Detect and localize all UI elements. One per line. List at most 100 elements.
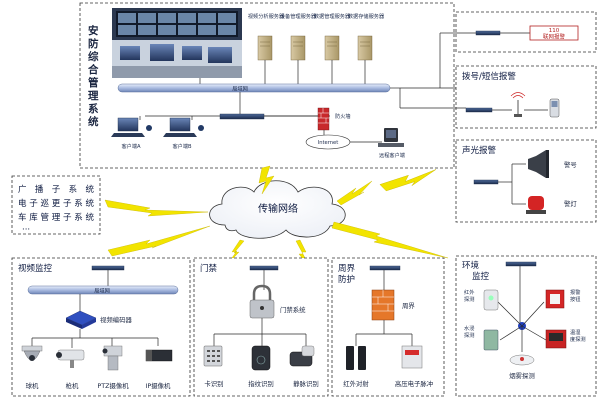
camera-label-bullet: 枪机	[66, 381, 79, 390]
phone-icon	[549, 98, 560, 118]
remote-client: 远程客户端	[378, 128, 405, 159]
security-lan-label: 局域网	[232, 85, 248, 93]
internet-cloud: Internet	[305, 134, 351, 150]
server-label-4: 数据存储服务器	[348, 12, 385, 20]
client-b-label: 客户端B	[172, 142, 192, 150]
sound-light-title: 声光报警	[462, 145, 497, 156]
card-reader-icon: 卡识别	[203, 345, 224, 388]
subsystems-box: 广播子系统 电子巡更子系统 车库管理子系统 ···	[11, 175, 101, 235]
infrared-detector-icon: 红外 探测	[464, 288, 499, 311]
smoke-label: 烟雾探测	[509, 371, 535, 380]
smoke-detector-icon: 烟雾探测	[509, 354, 535, 380]
fingerprint-label: 指纹识别	[248, 379, 274, 388]
pulse-fence-icon: 高压电子脉冲	[395, 345, 433, 388]
access-control-box: 门禁 门禁系统 卡识别 指纹识别 静脉识别	[193, 257, 329, 397]
alarm-110-box: 110 联网报警	[455, 11, 597, 53]
bolt-right-upper	[336, 180, 373, 206]
access-switch	[249, 265, 279, 271]
ip-camera-icon: IP摄像机	[146, 349, 173, 390]
server-label-2: 设备管理服务器	[280, 12, 317, 20]
svg-text:安防综合管理系统: 安防综合管理系统	[87, 24, 99, 128]
ptz-camera-icon: PTZ摄像机	[97, 345, 129, 390]
alarm-button-label-1: 报警	[570, 288, 580, 296]
infrared-beam-icon: 红外对射	[343, 346, 369, 388]
water-label-1: 水浸	[464, 324, 474, 332]
transmission-network-label: 传输网络	[258, 202, 298, 215]
infrared-label-1: 红外	[464, 288, 474, 296]
alarm-110-label-line: 110	[549, 28, 560, 34]
subsystem-garage: 车库管理子系统	[18, 212, 94, 223]
security-management-box: 安防综合管理系统	[79, 2, 455, 169]
temp-humidity-icon: 温湿 度探测	[545, 328, 586, 349]
client-a-label: 客户端A	[121, 142, 141, 150]
video-title: 视频监控	[18, 263, 53, 274]
alarm-110-switch	[475, 30, 501, 36]
lamp-label: 警灯	[564, 199, 577, 208]
subsystems-ellipsis: ···	[22, 225, 30, 235]
sound-light-switch	[473, 179, 499, 185]
transmission-network-cloud: 传输网络	[209, 180, 346, 239]
camera-label-ptz: PTZ摄像机	[97, 381, 129, 390]
client-b: 客户端B	[163, 117, 204, 150]
servers: 视频分析服务器 设备管理服务器 数据管理服务器 数据存储服务器	[248, 12, 385, 61]
video-lan-label: 局域网	[94, 287, 110, 295]
perimeter-title-2: 防护	[338, 274, 355, 285]
vein-reader-icon: 静脉识别	[289, 345, 319, 388]
server-data-management: 数据管理服务器	[314, 12, 351, 61]
video-encoder: 视频编码器	[65, 310, 133, 329]
remote-client-label: 远程客户端	[379, 151, 405, 159]
bullet-camera-icon: 枪机	[56, 349, 85, 390]
camera-label-ip: IP摄像机	[146, 381, 172, 390]
infrared-beam-label: 红外对射	[343, 379, 369, 388]
alarm-110-label: 联网报警	[543, 33, 566, 41]
perimeter-title-1: 周界	[338, 264, 356, 274]
perimeter-box: 周界 防护 周界 红外对射 高压电子脉冲	[331, 257, 445, 397]
internet-label: Internet	[318, 140, 339, 146]
encoder-label: 视频编码器	[100, 315, 133, 324]
firewall-label: 防火墙	[335, 112, 351, 120]
subsystem-broadcast: 广播子系统	[18, 184, 94, 195]
server-label-1: 视频分析服务器	[248, 12, 285, 20]
antenna-icon	[510, 92, 526, 117]
temp-label-2: 度探测	[570, 335, 586, 343]
bolt-left	[104, 199, 209, 217]
security-title: 安防综合管理系统	[87, 24, 99, 128]
video-lan-bar	[27, 285, 179, 295]
bolt-video	[107, 225, 211, 257]
infrared-label-2: 探测	[464, 295, 474, 303]
perimeter-controller: 周界	[371, 289, 415, 321]
video-monitoring-box: 视频监控 局域网 视频编码器 球机 枪机	[11, 257, 191, 397]
bolt-right	[379, 169, 437, 192]
server-device-management: 设备管理服务器	[280, 12, 317, 61]
water-detector-icon: 水浸 探测	[464, 324, 499, 351]
camera-label-dome: 球机	[26, 381, 39, 390]
control-room-photo	[112, 8, 242, 78]
environment-box: 环境 监控 红外 探测 水浸 探测 烟雾探测 报警	[455, 255, 597, 397]
bolt-top	[258, 165, 275, 195]
dial-alarm-box: 拨号/短信报警	[455, 65, 597, 129]
env-switch	[505, 261, 537, 267]
vein-label: 静脉识别	[293, 379, 319, 388]
client-a: 客户端A	[111, 117, 152, 150]
link-bolts	[104, 165, 449, 269]
dial-alarm-title: 拨号/短信报警	[462, 71, 516, 82]
alarm-button-icon: 报警 按钮	[545, 288, 580, 309]
siren-label: 警号	[564, 160, 577, 169]
firewall: 防火墙	[317, 107, 351, 131]
security-lan-bar: 局域网	[117, 83, 391, 93]
lan-switch	[219, 113, 265, 120]
temp-label-1: 温湿	[570, 328, 580, 336]
server-data-storage: 数据存储服务器	[348, 12, 385, 61]
env-title-1: 环境	[462, 260, 480, 271]
perimeter-center-label: 周界	[402, 302, 415, 310]
sound-light-box: 声光报警 警号 警灯	[455, 139, 597, 223]
server-label-3: 数据管理服务器	[314, 12, 351, 20]
dome-camera-icon: 球机	[21, 345, 43, 390]
fingerprint-reader-icon: 指纹识别	[248, 345, 274, 388]
env-title-2: 监控	[472, 271, 490, 282]
alarm-button-label-2: 按钮	[570, 295, 580, 303]
access-system-label: 门禁系统	[280, 305, 306, 314]
card-reader-label: 卡识别	[204, 379, 223, 388]
